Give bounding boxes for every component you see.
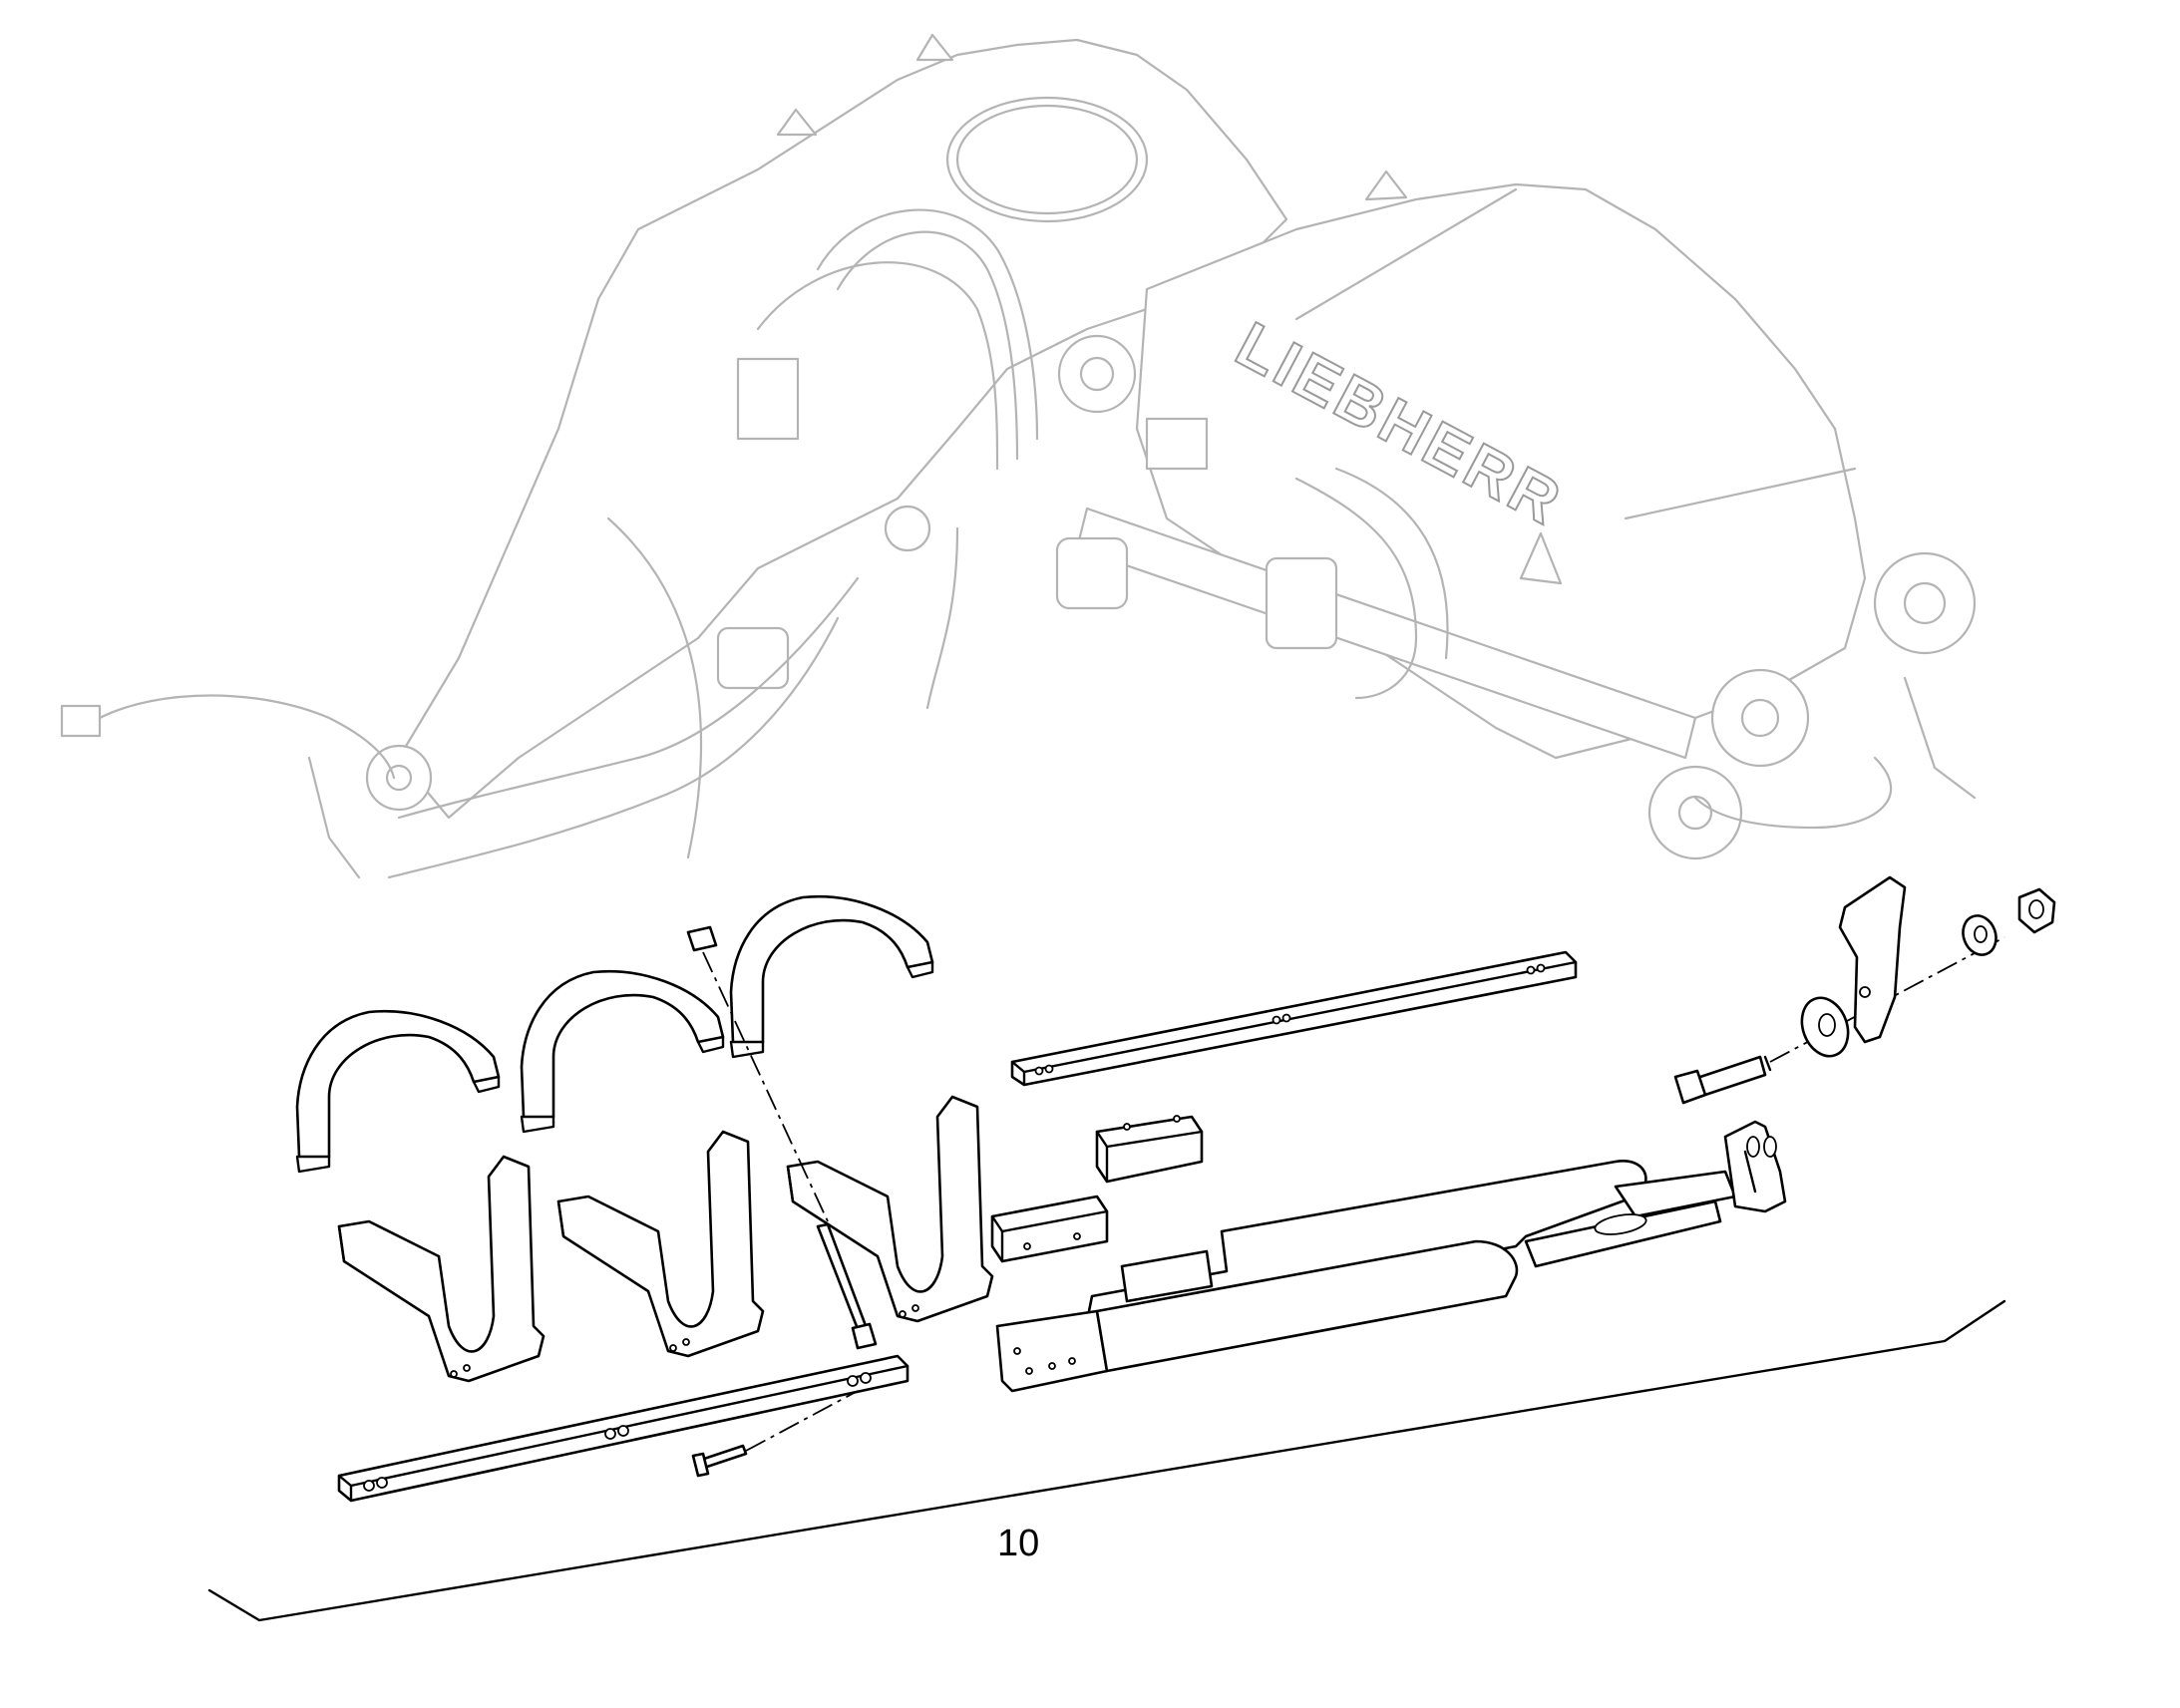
item-number-label: 10 xyxy=(997,1523,1039,1564)
hose-4 xyxy=(606,516,703,859)
assembly-axis-vertical xyxy=(702,951,829,1222)
hose-10 xyxy=(1693,756,1893,830)
hydraulic-cylinder xyxy=(1075,507,1697,760)
pivot-joint-4-inner xyxy=(1677,795,1713,831)
clamp-cap-1 xyxy=(295,1009,501,1174)
support-bracket-2 xyxy=(556,1130,765,1358)
hose-6 xyxy=(1294,477,1418,700)
hose-9 xyxy=(387,616,840,879)
callout-bracket xyxy=(207,1299,2006,1622)
mount-block-1 xyxy=(1095,1115,1204,1184)
motor-block-2 xyxy=(1055,536,1129,610)
spacer-block xyxy=(686,925,718,952)
warning-triangle xyxy=(1519,531,1563,585)
boom-main-body xyxy=(397,38,1288,820)
motor-block-1 xyxy=(1265,556,1338,650)
valve-block-1 xyxy=(736,357,800,441)
mount-block-2 xyxy=(990,1195,1109,1263)
boom-assembly-background: LIEBHERR xyxy=(60,33,1977,879)
long-bolt-head xyxy=(851,1322,878,1350)
side-plate xyxy=(1838,875,1907,1044)
rail-bottom xyxy=(337,1354,909,1503)
inspection-cover-inner xyxy=(955,104,1139,215)
pivot-joint-1-inner xyxy=(1079,356,1115,392)
valve-block-2 xyxy=(716,626,790,690)
lifting-eye-1 xyxy=(915,33,954,62)
clamp-cap-3 xyxy=(729,894,934,1059)
valve-block-3 xyxy=(1145,417,1209,471)
bracket-right xyxy=(1903,676,1977,800)
small-washer xyxy=(1962,914,1998,956)
large-washer xyxy=(1800,996,1850,1058)
pivot-joint-3-inner xyxy=(1903,581,1947,625)
hose-3 xyxy=(756,261,999,471)
hose-5 xyxy=(925,526,959,710)
pivot-joint-2-inner xyxy=(1740,698,1780,738)
pivot-joint-6 xyxy=(884,505,931,552)
bracket-left xyxy=(307,756,361,879)
inspection-cover xyxy=(945,96,1149,223)
rail-top xyxy=(1010,950,1578,1087)
item-callout: 10 xyxy=(207,1299,2006,1622)
hose-2 xyxy=(836,230,1019,461)
hex-nut xyxy=(2017,887,2056,934)
boom-mid-ridge xyxy=(1624,467,1857,520)
exploded-parts xyxy=(295,875,2056,1503)
hose-7 xyxy=(1334,467,1449,660)
short-bolt-head xyxy=(691,1452,710,1478)
pivot-pin xyxy=(1673,1055,1772,1105)
assembly-axis-short xyxy=(745,1390,859,1452)
hose-8 xyxy=(397,576,860,820)
lifting-eye-3 xyxy=(1364,170,1408,201)
boom-top-ridge xyxy=(1294,187,1518,321)
support-bracket-3 xyxy=(786,1095,994,1323)
lifting-eye-2 xyxy=(776,108,818,137)
clamp-cap-2 xyxy=(520,969,725,1134)
hose-1 xyxy=(816,208,1039,441)
connector-plug xyxy=(60,704,102,738)
telescopic-arm xyxy=(995,1120,1787,1393)
cable-left xyxy=(98,694,396,780)
support-bracket-1 xyxy=(337,1155,545,1383)
